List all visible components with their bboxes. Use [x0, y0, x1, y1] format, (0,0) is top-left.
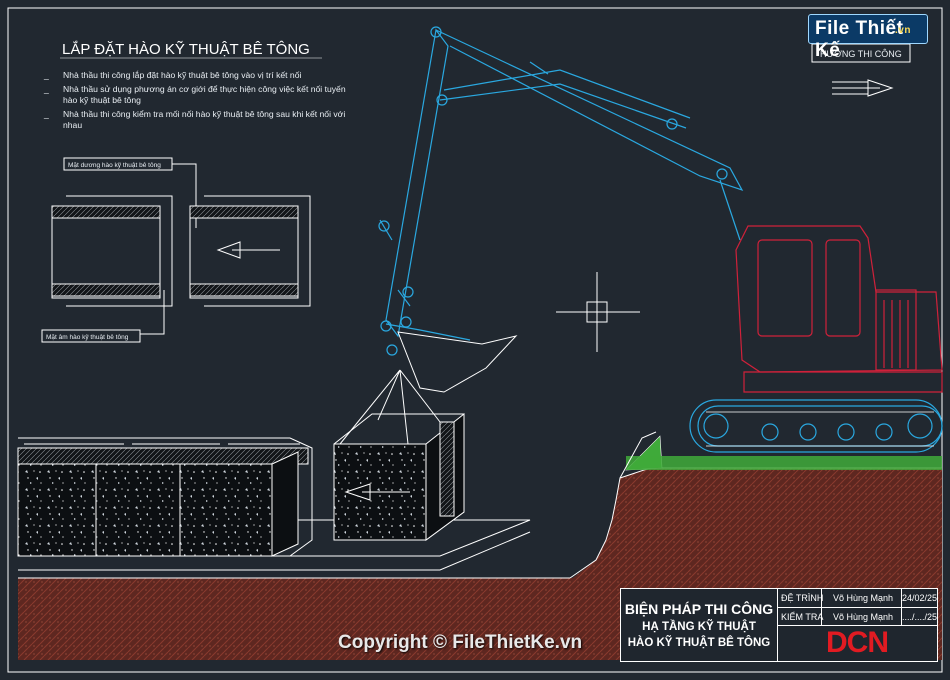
crosshair-icon — [556, 272, 640, 352]
excavator-arm — [378, 26, 744, 356]
row1-date: 24/02/25 — [902, 593, 938, 603]
page-title: LẮP ĐẶT HÀO KỸ THUẬT BÊ TÔNG — [62, 40, 310, 58]
direction-label: HƯỚNG THI CÔNG — [820, 49, 902, 59]
note-bullet: _ — [43, 84, 49, 94]
brand-logo: File Thiết Kế .vn — [808, 14, 928, 61]
row1-label: ĐỆ TRÌNH — [781, 593, 824, 603]
note-item: Nhà thầu thi công kiểm tra mối nối hào k… — [63, 109, 345, 119]
copyright-text: Copyright © FileThietKe.vn — [338, 632, 583, 653]
excavator-body — [735, 225, 943, 393]
notes-list: _ Nhà thầu thi công lắp đặt hào kỹ thuật… — [43, 70, 346, 130]
note-item: hào kỹ thuật bê tông — [63, 95, 141, 105]
note-bullet: _ — [43, 109, 49, 119]
title-block-main: BIỆN PHÁP THI CÔNG HẠ TẦNG KỸ THUẬT HÀO … — [621, 589, 778, 661]
excavator-bucket — [397, 331, 518, 393]
row2-date: ..../..../25 — [902, 612, 938, 622]
note-item: Nhà thầu sử dụng phương án cơ giới để th… — [63, 84, 346, 94]
row1-name: Võ Hùng Mạnh — [833, 593, 894, 603]
label-negative-face: Mặt âm hào kỹ thuật bê tông — [46, 334, 129, 341]
title-block-line3: HÀO KỸ THUẬT BÊ TÔNG — [627, 637, 771, 649]
row2-label: KIỂM TRA — [781, 612, 824, 622]
title-block: BIỆN PHÁP THI CÔNG HẠ TẦNG KỸ THUẬT HÀO … — [620, 588, 938, 662]
excavator-tracks — [689, 399, 943, 453]
dcn-logo: DCN — [826, 626, 889, 659]
label-positive-face: Mặt dương hào kỹ thuật bê tông — [68, 162, 161, 169]
note-item: Nhà thầu thi công lắp đặt hào kỹ thuật b… — [63, 70, 301, 80]
direction-arrow-icon — [832, 79, 894, 97]
installed-trench-row — [17, 437, 313, 557]
brand-name: File Thiết Kế — [815, 18, 904, 61]
trench-joint-detail: Mặt dương hào kỹ thuật bê tông Mặt âm hà… — [41, 157, 311, 343]
title-block-line1: BIỆN PHÁP THI CÔNG — [624, 601, 774, 617]
row2-name: Võ Hùng Mạnh — [833, 612, 894, 622]
note-item: nhau — [63, 120, 82, 130]
drawing-border — [7, 7, 943, 673]
lifted-trench-segment — [333, 369, 465, 541]
title-block-line2: HẠ TẦNG KỸ THUẬT — [642, 621, 756, 633]
brand-suffix: .vn — [895, 25, 911, 36]
title-block-rows — [777, 589, 937, 626]
note-bullet: _ — [43, 70, 49, 80]
